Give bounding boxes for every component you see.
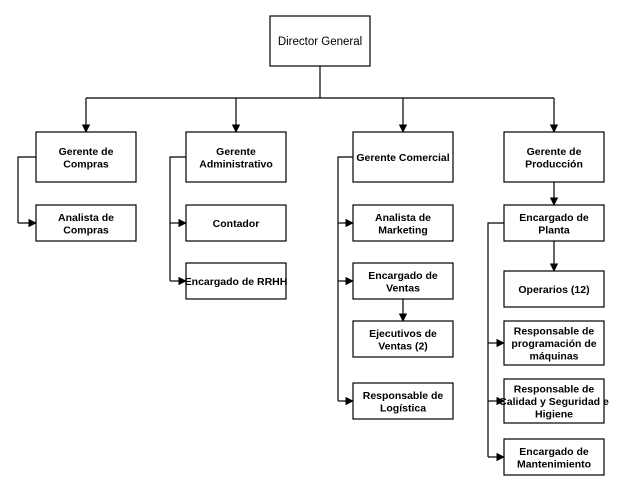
node-label: Calidad y Seguridad e <box>499 396 609 408</box>
node-box <box>503 270 605 308</box>
node-box <box>503 320 605 366</box>
node-label: Gerente <box>216 146 256 158</box>
node-box <box>185 262 287 300</box>
node-label: Gerente de <box>527 146 582 158</box>
node-label: Compras <box>63 158 109 170</box>
node-label: Higiene <box>535 409 573 421</box>
node-label: Logística <box>380 402 426 414</box>
node-box <box>503 204 605 242</box>
connector-line <box>169 156 186 281</box>
node-label: Ventas <box>386 282 420 294</box>
node-contador: Contador <box>185 204 287 242</box>
node-label: máquinas <box>529 351 578 363</box>
node-box <box>352 262 454 300</box>
node-label: Gerente Comercial <box>356 152 449 164</box>
node-box <box>352 131 454 183</box>
connector-line <box>17 156 36 223</box>
node-label: Encargado de <box>368 270 438 282</box>
node-box <box>185 131 287 183</box>
node-box <box>503 131 605 183</box>
node-label: Encargado de <box>519 212 589 224</box>
node-operarios: Operarios (12) <box>503 270 605 308</box>
node-comercial: Gerente Comercial <box>352 131 454 183</box>
node-box <box>352 320 454 358</box>
node-label: Responsable de <box>514 326 595 338</box>
node-label: Responsable de <box>514 384 595 396</box>
node-label: Analista de <box>58 212 114 224</box>
node-label: Analista de <box>375 212 431 224</box>
node-label: Encargado de RRHH <box>185 276 288 288</box>
node-label: Ejecutivos de <box>369 328 437 340</box>
node-label: Administrativo <box>199 158 273 170</box>
node-director: Director General <box>269 15 371 67</box>
node-box <box>503 438 605 476</box>
node-label: Contador <box>213 218 260 230</box>
node-label: Operarios (12) <box>518 284 589 296</box>
node-label: Ventas (2) <box>378 340 428 352</box>
node-label: Mantenimiento <box>517 458 591 470</box>
connectors <box>17 66 559 462</box>
node-box <box>352 204 454 242</box>
node-label: Encargado de <box>519 446 589 458</box>
node-label: Compras <box>63 224 109 236</box>
node-label: Gerente de <box>59 146 114 158</box>
node-box <box>185 204 287 242</box>
node-box <box>352 382 454 420</box>
node-label: Director General <box>278 36 362 48</box>
node-box <box>503 378 605 424</box>
node-label: Producción <box>525 158 583 170</box>
node-label: Planta <box>538 224 570 236</box>
node-box <box>35 204 137 242</box>
node-rrhh: Encargado de RRHH <box>185 262 288 300</box>
node-label: Marketing <box>378 224 428 236</box>
node-box <box>269 15 371 67</box>
node-box <box>35 131 137 183</box>
node-label: programación de <box>511 338 596 350</box>
connector-line <box>487 222 504 457</box>
connector-line <box>337 156 353 401</box>
node-label: Responsable de <box>363 390 444 402</box>
